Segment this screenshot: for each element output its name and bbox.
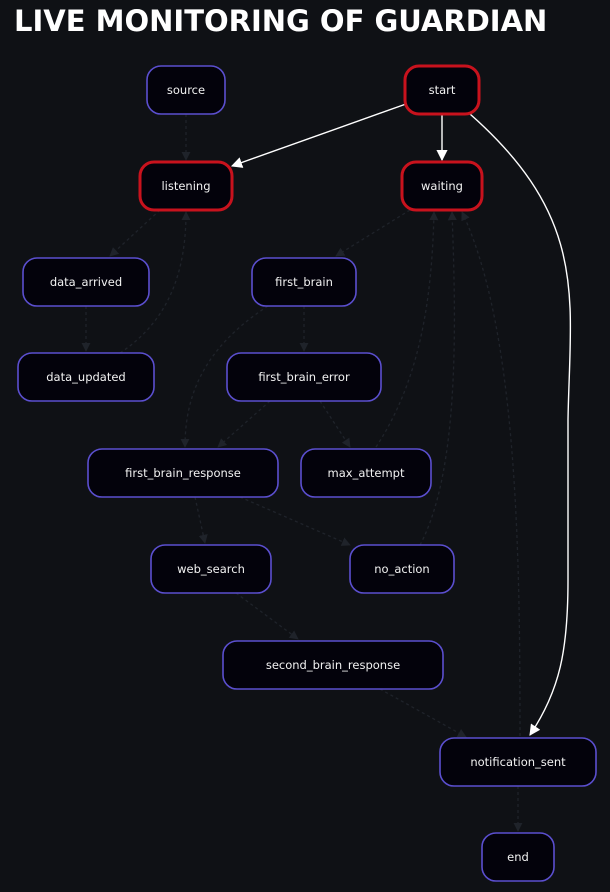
edge-max-attempt-to-waiting	[375, 211, 439, 448]
edge-first-brain-error-to-max-attempt	[319, 400, 351, 448]
edge-web-search-to-second-brain-response	[235, 592, 299, 640]
node-box	[439, 737, 597, 787]
node-box	[400, 160, 484, 212]
node-label: source	[167, 83, 205, 97]
node-box	[300, 448, 432, 498]
node-max-attempt[interactable]: max_attempt	[300, 448, 432, 498]
node-label: first_brain_error	[258, 370, 350, 384]
node-no-action[interactable]: no_action	[349, 544, 455, 594]
node-data-arrived[interactable]: data_arrived	[22, 257, 150, 307]
edge-waiting-to-first-brain	[335, 209, 411, 257]
node-box	[349, 544, 455, 594]
node-box	[138, 160, 234, 212]
edge-second-brain-response-to-notification-sent	[379, 688, 467, 738]
node-label: waiting	[421, 179, 463, 193]
node-source[interactable]: source	[146, 65, 226, 115]
node-data-updated[interactable]: data_updated	[17, 352, 155, 402]
node-label: start	[429, 83, 456, 97]
node-box	[251, 257, 357, 307]
edges-layer	[81, 103, 572, 832]
page-title: LIVE MONITORING OF GUARDIAN	[14, 4, 548, 38]
node-listening[interactable]: listening	[138, 160, 234, 212]
node-box	[17, 352, 155, 402]
node-box	[150, 544, 272, 594]
node-notification-sent[interactable]: notification_sent	[439, 737, 597, 787]
node-label: data_updated	[46, 370, 125, 384]
edge-first-brain-error-to-first-brain-response	[217, 400, 271, 448]
node-label: first_brain	[275, 275, 333, 289]
node-waiting[interactable]: waiting	[400, 160, 484, 212]
edge-listening-to-data-arrived	[109, 209, 161, 257]
node-label: listening	[161, 179, 210, 193]
edge-first-brain-response-to-web-search	[194, 496, 208, 544]
node-label: web_search	[177, 562, 245, 576]
node-label: notification_sent	[470, 755, 566, 769]
edge-notification-sent-to-waiting	[461, 211, 521, 737]
node-label: second_brain_response	[266, 658, 400, 672]
node-box	[403, 64, 481, 116]
node-label: max_attempt	[328, 466, 405, 480]
node-box	[146, 65, 226, 115]
node-start[interactable]: start	[403, 64, 481, 116]
node-label: first_brain_response	[125, 466, 241, 480]
edge-start-to-notification-sent	[469, 113, 572, 736]
node-box	[22, 257, 150, 307]
node-box	[87, 448, 279, 498]
edge-first-brain-to-first-brain-response	[180, 305, 269, 448]
node-box	[222, 640, 444, 690]
edge-first-brain-response-to-no-action	[239, 496, 351, 546]
node-box	[226, 352, 382, 402]
node-first-brain[interactable]: first_brain	[251, 257, 357, 307]
edge-start-to-listening	[230, 103, 407, 168]
node-box	[481, 832, 555, 882]
node-first-brain-error[interactable]: first_brain_error	[226, 352, 382, 402]
edge-data-updated-to-listening	[119, 211, 191, 354]
node-web-search[interactable]: web_search	[150, 544, 272, 594]
node-label: no_action	[374, 562, 429, 576]
node-second-brain-response[interactable]: second_brain_response	[222, 640, 444, 690]
node-label: end	[507, 850, 529, 864]
node-first-brain-response[interactable]: first_brain_response	[87, 448, 279, 498]
edge-no-action-to-waiting	[419, 211, 457, 546]
node-end[interactable]: end	[481, 832, 555, 882]
node-label: data_arrived	[50, 275, 122, 289]
